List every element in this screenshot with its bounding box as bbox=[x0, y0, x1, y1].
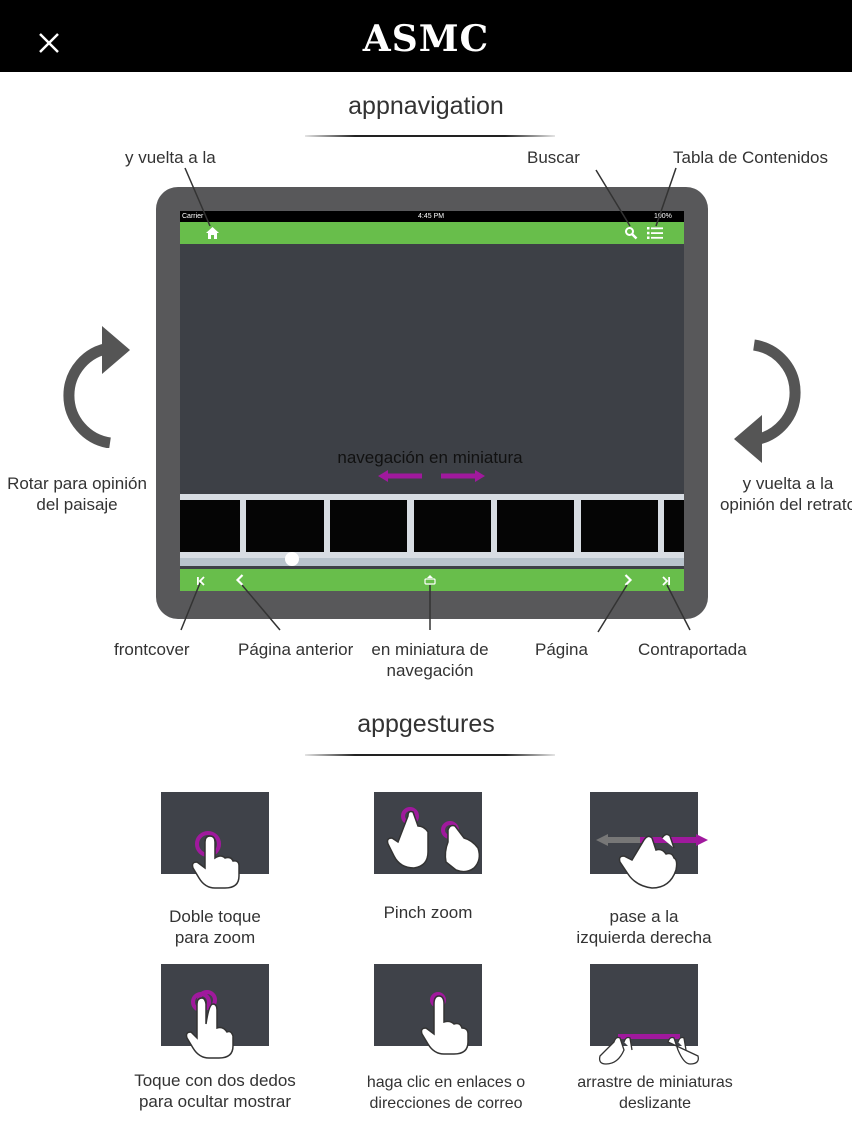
gesture-label: haga clic en enlaces o direcciones de co… bbox=[366, 1074, 526, 1112]
gesture-double-tap bbox=[161, 792, 269, 889]
label-frontcover: frontcover bbox=[114, 640, 190, 659]
leader-lines bbox=[180, 167, 691, 633]
status-carrier: Carrier bbox=[182, 213, 204, 220]
thumbnail-page[interactable] bbox=[414, 500, 491, 552]
bottom-toolbar bbox=[180, 569, 684, 591]
first-page-icon[interactable] bbox=[195, 574, 207, 586]
label-prev-page: Página anterior bbox=[238, 640, 354, 659]
swipe-icon bbox=[596, 833, 708, 889]
label-thumbnail-nav: navegación en miniatura bbox=[337, 448, 523, 467]
home-icon[interactable] bbox=[205, 226, 220, 240]
thumbnail-nav-arrows bbox=[378, 470, 485, 482]
thumbnail-page[interactable] bbox=[180, 500, 240, 552]
chevron-right-icon[interactable] bbox=[622, 573, 634, 587]
chevron-left-icon[interactable] bbox=[234, 573, 246, 587]
status-battery: 100% bbox=[654, 213, 672, 220]
app-header bbox=[0, 0, 852, 72]
gesture-swipe bbox=[590, 792, 708, 889]
top-toolbar bbox=[180, 222, 684, 244]
thumbnail-page[interactable] bbox=[330, 500, 407, 552]
status-bar: Carrier 4:45 PM 100% bbox=[180, 211, 684, 222]
thumbnail-slider-handle[interactable] bbox=[285, 552, 299, 566]
label-backcover: Contraportada bbox=[638, 640, 747, 659]
status-time: 4:45 PM bbox=[418, 213, 445, 220]
label-rotate-portrait: y vuelta a la opinión del retrato bbox=[719, 474, 852, 514]
section-title-gestures: appgestures bbox=[357, 710, 495, 738]
last-page-icon[interactable] bbox=[660, 574, 672, 586]
tap-link-icon bbox=[420, 992, 469, 1055]
gesture-label: Toque con dos dedos para ocultar mostrar bbox=[134, 1071, 296, 1111]
double-tap-icon bbox=[191, 831, 240, 889]
label-search: Buscar bbox=[527, 148, 580, 167]
thumbnail-page[interactable] bbox=[664, 500, 684, 552]
gesture-drag-thumbnails bbox=[590, 964, 699, 1065]
thumbnail-page[interactable] bbox=[581, 500, 658, 552]
gesture-label: Pinch zoom bbox=[383, 903, 473, 922]
gesture-label: pase a la izquierda derecha bbox=[576, 907, 712, 947]
pinch-icon bbox=[386, 807, 481, 873]
gesture-pinch bbox=[374, 792, 482, 874]
label-toc: Tabla de Contenidos bbox=[673, 148, 829, 167]
label-home: y vuelta a la bbox=[125, 148, 216, 167]
list-icon[interactable] bbox=[647, 226, 663, 240]
gesture-label: arrastre de miniaturas deslizante bbox=[577, 1074, 733, 1112]
gesture-tap-link bbox=[374, 964, 482, 1055]
thumbnail-page[interactable] bbox=[246, 500, 324, 552]
two-finger-tap-icon bbox=[185, 990, 234, 1059]
section-title-navigation: appnavigation bbox=[348, 92, 504, 120]
gesture-label: Doble toque para zoom bbox=[169, 907, 261, 947]
drag-thumbnails-icon bbox=[598, 1034, 699, 1065]
rotate-clockwise-icon bbox=[734, 339, 801, 463]
thumbnail-page[interactable] bbox=[497, 500, 574, 552]
thumbnail-toggle-icon[interactable] bbox=[423, 573, 437, 585]
app-title: ASMC bbox=[362, 18, 490, 60]
thumbnail-slider-track[interactable] bbox=[180, 558, 684, 566]
close-icon[interactable] bbox=[34, 28, 64, 58]
section-divider bbox=[305, 754, 555, 756]
label-thumbnail-toggle: en miniatura de navegación bbox=[371, 640, 489, 680]
search-icon[interactable] bbox=[624, 226, 638, 240]
label-next-page: Página bbox=[535, 640, 588, 659]
gesture-two-finger-tap bbox=[161, 964, 269, 1059]
section-divider bbox=[305, 135, 555, 137]
label-rotate-landscape: Rotar para opinión del paisaje bbox=[7, 474, 147, 514]
rotate-counterclockwise-icon bbox=[63, 326, 130, 448]
